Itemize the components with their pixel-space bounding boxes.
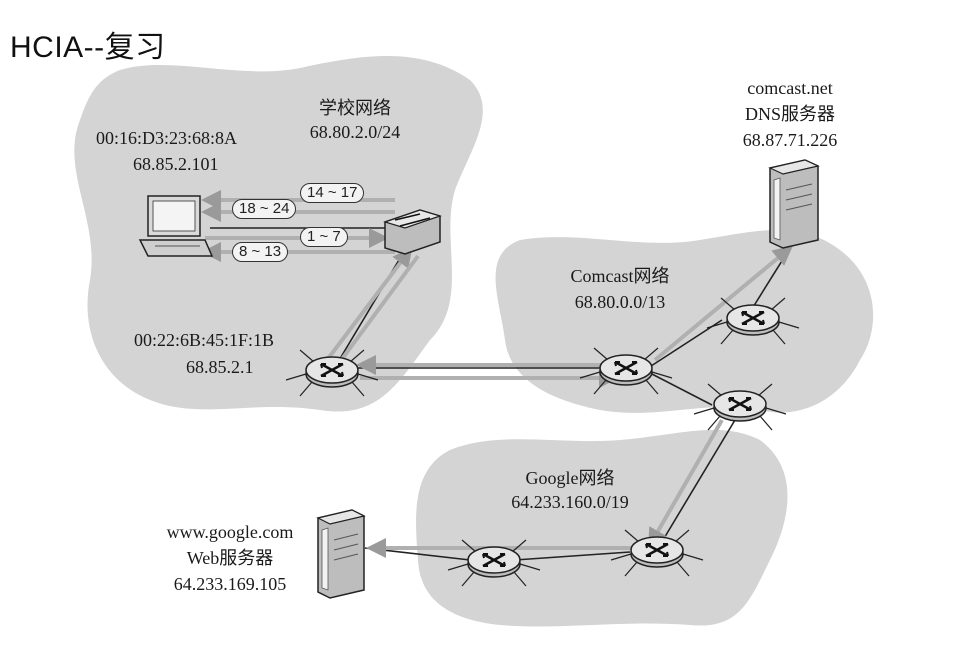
gateway-mac: 00:22:6B:45:1F:1B [134, 328, 274, 352]
web-server-role: Web服务器 [150, 546, 310, 570]
web-server-icon [318, 510, 364, 598]
google-network-cloud [416, 430, 787, 627]
school-network-name: 学校网络 [300, 96, 410, 120]
dns-server-icon [770, 160, 818, 248]
school-network-subnet: 68.80.2.0/24 [290, 120, 420, 144]
comcast-network-subnet: 68.80.0.0/13 [545, 290, 695, 314]
comcast-network-name: Comcast网络 [545, 264, 695, 288]
dns-server-role: DNS服务器 [730, 102, 850, 126]
comcast-network-cloud [496, 230, 874, 413]
step-badge-18-24: 18 ~ 24 [232, 199, 296, 219]
laptop-ip: 68.85.2.101 [133, 152, 219, 176]
step-badge-8-13: 8 ~ 13 [232, 242, 288, 262]
laptop-mac: 00:16:D3:23:68:8A [96, 126, 237, 150]
gateway-ip: 68.85.2.1 [186, 355, 254, 379]
dns-server-host: comcast.net [730, 76, 850, 100]
web-server-host: www.google.com [150, 520, 310, 544]
step-badge-1-7: 1 ~ 7 [300, 227, 348, 247]
dns-server-ip: 68.87.71.226 [725, 128, 855, 152]
google-network-name: Google网络 [495, 466, 645, 490]
step-badge-14-17: 14 ~ 17 [300, 183, 364, 203]
web-server-ip: 64.233.169.105 [150, 572, 310, 596]
google-network-subnet: 64.233.160.0/19 [490, 490, 650, 514]
